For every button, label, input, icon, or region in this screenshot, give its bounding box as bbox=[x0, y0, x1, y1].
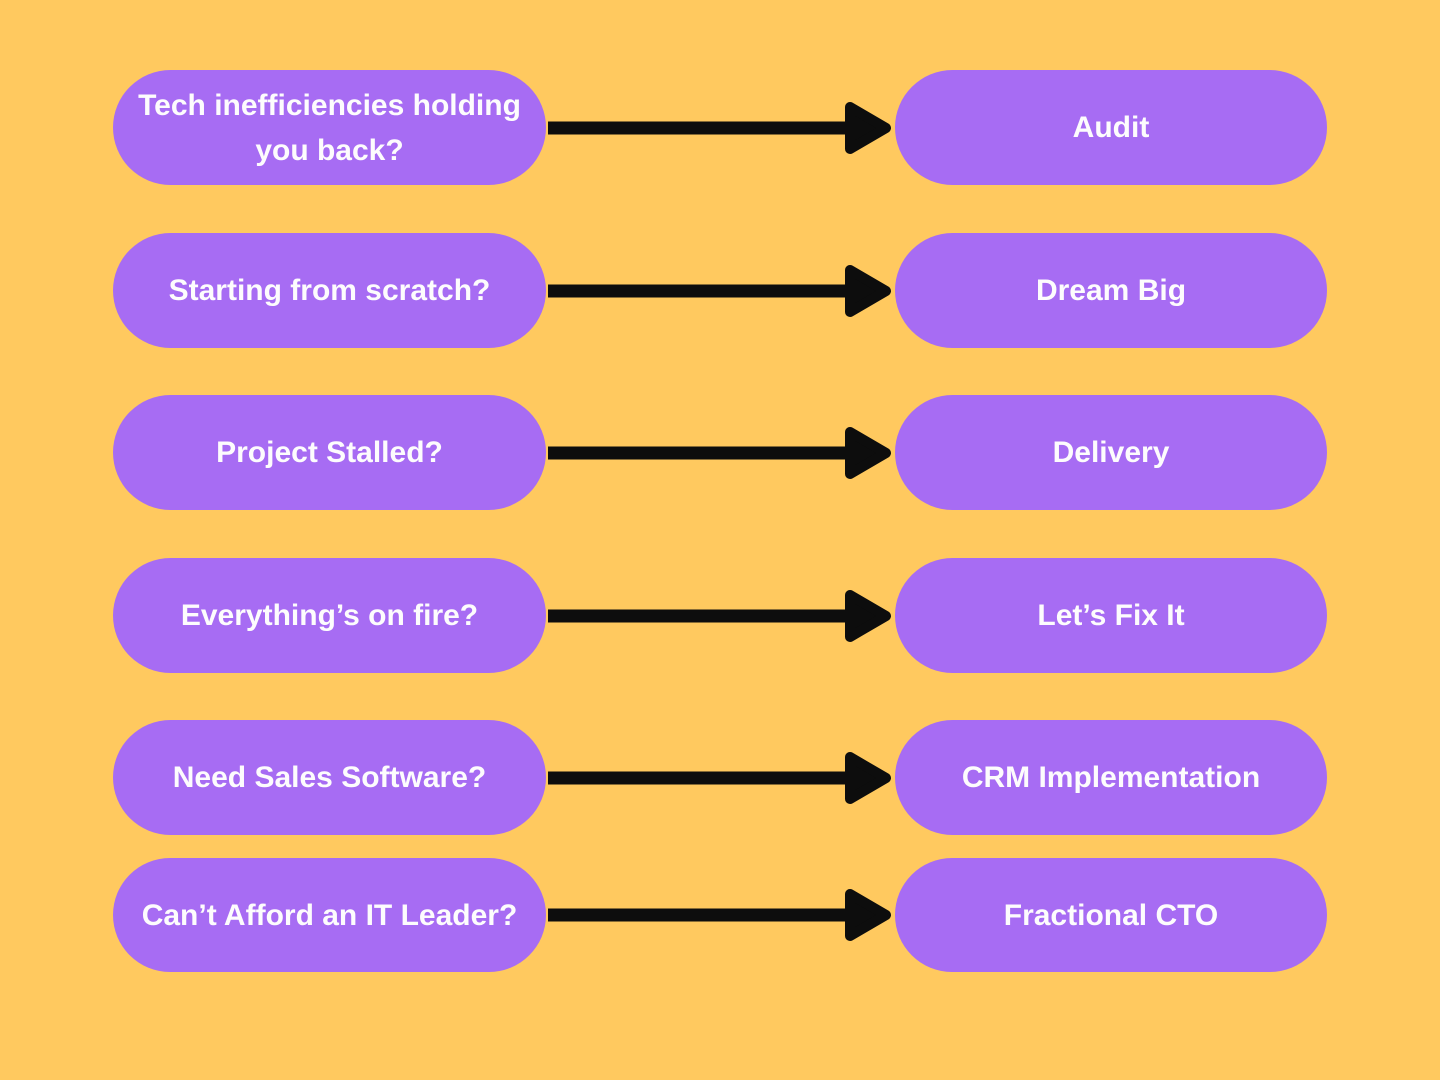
service-label: Fractional CTO bbox=[1003, 898, 1219, 932]
right-arrow-icon bbox=[548, 751, 891, 804]
service-pill: Fractional CTO bbox=[895, 858, 1327, 972]
question-pill: Need Sales Software? bbox=[113, 720, 546, 835]
right-arrow-icon bbox=[548, 264, 891, 317]
right-arrow-icon bbox=[548, 101, 891, 154]
right-arrow-icon bbox=[548, 426, 891, 479]
flow-row: Project Stalled? Delivery bbox=[0, 395, 1440, 510]
service-label: CRM Implementation bbox=[961, 761, 1261, 794]
service-pill: Let’s Fix It bbox=[895, 558, 1327, 673]
question-label: Project Stalled? bbox=[216, 436, 443, 469]
flow-row: Can’t Afford an IT Leader? Fractional CT… bbox=[0, 858, 1440, 972]
service-pill: Dream Big bbox=[895, 233, 1327, 348]
question-pill: Project Stalled? bbox=[113, 395, 546, 510]
right-arrow-icon bbox=[548, 589, 891, 642]
flow-row: Need Sales Software? CRM Implementation bbox=[0, 720, 1440, 835]
question-pill: Everything’s on fire? bbox=[113, 558, 546, 673]
service-label: Dream Big bbox=[1035, 274, 1187, 307]
question-pill: Can’t Afford an IT Leader? bbox=[113, 858, 546, 972]
question-pill: Tech inefficiencies holding you back? bbox=[113, 70, 546, 185]
service-label: Delivery bbox=[1052, 436, 1170, 469]
question-label: Starting from scratch? bbox=[168, 274, 491, 307]
flow-row: Tech inefficiencies holding you back? Au… bbox=[0, 70, 1440, 185]
service-pill: CRM Implementation bbox=[895, 720, 1327, 835]
question-pill: Starting from scratch? bbox=[113, 233, 546, 348]
question-label: Tech inefficiencies holding you back? bbox=[138, 88, 521, 167]
service-label: Audit bbox=[1072, 111, 1150, 144]
service-label: Let’s Fix It bbox=[1037, 599, 1185, 632]
question-label: Everything’s on fire? bbox=[180, 599, 479, 632]
service-pill: Audit bbox=[895, 70, 1327, 185]
question-label: Need Sales Software? bbox=[172, 761, 487, 794]
flow-row: Starting from scratch? Dream Big bbox=[0, 233, 1440, 348]
service-pill: Delivery bbox=[895, 395, 1327, 510]
question-label: Can’t Afford an IT Leader? bbox=[141, 898, 518, 932]
right-arrow-icon bbox=[548, 889, 891, 941]
flow-row: Everything’s on fire? Let’s Fix It bbox=[0, 558, 1440, 673]
